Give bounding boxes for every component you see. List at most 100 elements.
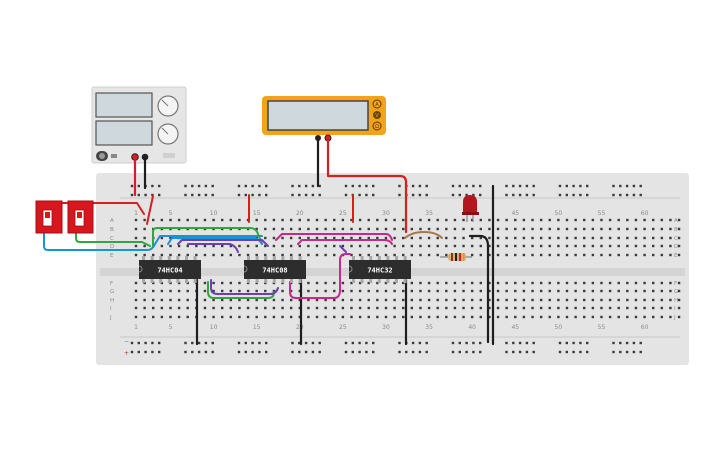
rail-hole[interactable] xyxy=(632,341,636,345)
rail-hole[interactable] xyxy=(625,341,629,345)
breadboard-hole[interactable] xyxy=(479,236,482,240)
breadboard-hole[interactable] xyxy=(669,244,672,248)
wire-purple-2[interactable] xyxy=(187,243,239,253)
breadboard-hole[interactable] xyxy=(238,306,241,310)
rail-hole[interactable] xyxy=(298,341,301,345)
breadboard-hole[interactable] xyxy=(212,289,215,293)
breadboard-hole[interactable] xyxy=(246,253,250,257)
breadboard-hole[interactable] xyxy=(514,218,517,222)
breadboard-hole[interactable] xyxy=(402,253,405,257)
breadboard-hole[interactable] xyxy=(522,281,526,285)
rail-hole[interactable] xyxy=(565,341,568,345)
breadboard-hole[interactable] xyxy=(539,227,543,231)
breadboard-hole[interactable] xyxy=(652,281,655,285)
breadboard-hole[interactable] xyxy=(367,227,370,231)
breadboard-hole[interactable] xyxy=(445,227,448,231)
rail-hole[interactable] xyxy=(579,184,582,188)
wire-green-1[interactable] xyxy=(152,227,263,247)
breadboard-hole[interactable] xyxy=(479,315,482,319)
breadboard-hole[interactable] xyxy=(177,253,181,257)
breadboard-hole[interactable] xyxy=(307,289,310,293)
breadboard-hole[interactable] xyxy=(496,244,500,248)
breadboard-hole[interactable] xyxy=(677,315,681,319)
breadboard-hole[interactable] xyxy=(281,306,284,310)
breadboard-hole[interactable] xyxy=(591,236,595,240)
breadboard-hole[interactable] xyxy=(324,218,327,222)
breadboard-hole[interactable] xyxy=(514,298,517,302)
breadboard-hole[interactable] xyxy=(436,281,439,285)
rail-hole[interactable] xyxy=(244,193,247,197)
breadboard-hole[interactable] xyxy=(350,236,353,240)
breadboard-hole[interactable] xyxy=(152,298,155,302)
breadboard-hole[interactable] xyxy=(617,236,620,240)
breadboard-hole[interactable] xyxy=(238,253,241,257)
breadboard-hole[interactable] xyxy=(410,315,414,319)
rail-hole[interactable] xyxy=(197,341,201,345)
breadboard-hole[interactable] xyxy=(212,306,215,310)
rail-hole[interactable] xyxy=(612,341,615,345)
breadboard-hole[interactable] xyxy=(246,298,250,302)
breadboard-hole[interactable] xyxy=(289,289,293,293)
breadboard-hole[interactable] xyxy=(583,236,586,240)
rail-hole[interactable] xyxy=(365,350,368,354)
breadboard-hole[interactable] xyxy=(419,253,422,257)
rail-hole[interactable] xyxy=(418,341,422,345)
rail-hole[interactable] xyxy=(572,341,575,345)
breadboard-hole[interactable] xyxy=(643,298,646,302)
rail-hole[interactable] xyxy=(291,184,294,188)
breadboard-hole[interactable] xyxy=(531,236,534,240)
rail-hole[interactable] xyxy=(258,193,261,197)
breadboard-hole[interactable] xyxy=(539,289,543,293)
breadboard-hole[interactable] xyxy=(643,244,646,248)
rail-hole[interactable] xyxy=(191,184,194,188)
breadboard-hole[interactable] xyxy=(514,244,517,248)
rail-hole[interactable] xyxy=(558,350,562,354)
rail-hole[interactable] xyxy=(572,350,575,354)
breadboard-hole[interactable] xyxy=(376,218,379,222)
rail-hole[interactable] xyxy=(130,350,134,354)
rail-hole[interactable] xyxy=(632,184,636,188)
breadboard-hole[interactable] xyxy=(393,306,396,310)
breadboard-hole[interactable] xyxy=(436,306,439,310)
rail-hole[interactable] xyxy=(344,350,348,354)
breadboard-hole[interactable] xyxy=(634,236,638,240)
breadboard-hole[interactable] xyxy=(315,244,319,248)
breadboard-hole[interactable] xyxy=(462,227,465,231)
rail-hole[interactable] xyxy=(204,193,208,197)
breadboard-hole[interactable] xyxy=(574,281,577,285)
amp-button[interactable] xyxy=(372,99,382,109)
breadboard-hole[interactable] xyxy=(350,244,353,248)
breadboard-hole[interactable] xyxy=(143,227,146,231)
breadboard-hole[interactable] xyxy=(677,218,681,222)
breadboard-hole[interactable] xyxy=(427,236,431,240)
breadboard-hole[interactable] xyxy=(591,253,595,257)
breadboard-hole[interactable] xyxy=(652,306,655,310)
breadboard-hole[interactable] xyxy=(384,306,388,310)
breadboard-hole[interactable] xyxy=(160,306,164,310)
breadboard-hole[interactable] xyxy=(393,289,396,293)
rail-hole[interactable] xyxy=(411,193,415,197)
breadboard-hole[interactable] xyxy=(634,281,638,285)
rail-hole[interactable] xyxy=(479,184,482,188)
breadboard-hole[interactable] xyxy=(660,298,664,302)
breadboard-hole[interactable] xyxy=(358,218,362,222)
breadboard-hole[interactable] xyxy=(626,218,629,222)
rail-hole[interactable] xyxy=(137,193,140,197)
breadboard-hole[interactable] xyxy=(557,218,560,222)
rail-hole[interactable] xyxy=(465,350,468,354)
breadboard-hole[interactable] xyxy=(436,289,439,293)
breadboard-hole[interactable] xyxy=(402,218,405,222)
breadboard-hole[interactable] xyxy=(238,281,241,285)
rail-hole[interactable] xyxy=(151,193,154,197)
breadboard-hole[interactable] xyxy=(496,281,500,285)
breadboard-hole[interactable] xyxy=(557,236,560,240)
breadboard-hole[interactable] xyxy=(333,306,336,310)
breadboard-hole[interactable] xyxy=(410,289,414,293)
breadboard-hole[interactable] xyxy=(402,298,405,302)
breadboard-hole[interactable] xyxy=(169,298,172,302)
breadboard-hole[interactable] xyxy=(376,236,379,240)
rail-hole[interactable] xyxy=(151,350,154,354)
breadboard-hole[interactable] xyxy=(514,227,517,231)
breadboard-hole[interactable] xyxy=(626,289,629,293)
breadboard-hole[interactable] xyxy=(453,236,457,240)
